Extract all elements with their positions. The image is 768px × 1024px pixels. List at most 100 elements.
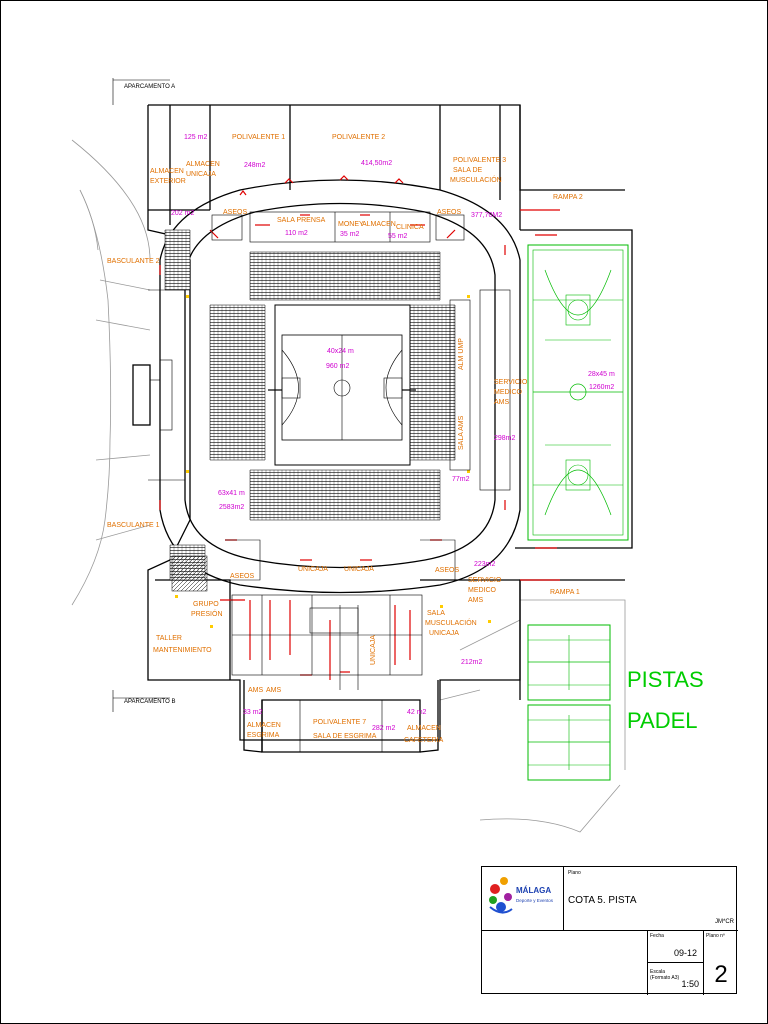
arena-area: 2583m2 [219, 504, 244, 511]
sheet-number-label: Plano nº [706, 933, 725, 939]
padel-title: PISTAS PADEL [627, 667, 704, 733]
polivalente-3-label: POLIVALENTE 3 [453, 157, 506, 164]
almacen-cafeteria-label-2: CAFETERIA [404, 737, 444, 744]
court-dimensions: 40x24 m [327, 348, 354, 355]
drawing-title: COTA 5. PISTA [568, 895, 637, 906]
money-label: MONEY [338, 221, 364, 228]
area-33: 33 m2 [243, 709, 263, 716]
svg-text:Deporte y Eventos: Deporte y Eventos [516, 898, 554, 903]
aseos-bottom-right-label: ASEOS [435, 567, 459, 574]
aseos-bottom-left-label: ASEOS [230, 573, 254, 580]
sala-esgrima-label: SALA DE ESGRIMA [313, 733, 377, 740]
scale-box: Escala (Formato A3) 1:50 [648, 963, 704, 995]
main-court [268, 304, 416, 466]
malaga-deporte-logo: MÁLAGA Deporte y Eventos [482, 867, 564, 931]
area-414: 414,50m2 [361, 160, 392, 167]
parking-a-label: APARCAMENTO A [124, 84, 175, 90]
almacen-esgrima-label: ALMACEN [247, 722, 281, 729]
court-area: 960 m2 [326, 363, 349, 370]
almacen-unicaja-label: ALMACEN [186, 161, 220, 168]
rampa-1-label: RAMPA 1 [550, 589, 580, 596]
area-202: 202 m2 [171, 210, 194, 217]
sala-prensa-label: SALA PRENSA [277, 217, 326, 224]
area-212: 212m2 [461, 659, 483, 666]
alm-ump-label: ALM UMP [458, 338, 465, 370]
rampa-2-label: RAMPA 2 [553, 194, 583, 201]
area-labels: 125 m2 248m2 414,50m2 202 m2 377,70M2 11… [171, 134, 615, 732]
servicio-medico-label-3: AMS [494, 399, 510, 406]
title-block-header: Plano COTA 5. PISTA JM*CR [564, 867, 738, 931]
title-block-blank [482, 931, 648, 995]
taller-label-2: MANTENIMIENTO [153, 647, 212, 654]
date-box: Fecha 09-12 [648, 931, 704, 963]
almacen-cafeteria-label: ALMACEN [407, 725, 441, 732]
area-298: 298m2 [494, 435, 516, 442]
lower-rooms [211, 211, 511, 690]
area-42: 42 m2 [407, 709, 427, 716]
ams-left-label: AMS [248, 687, 264, 694]
almacen-unicaja-label-2: UNICAJA [186, 171, 216, 178]
area-77: 77m2 [452, 476, 470, 483]
training-court-dimensions: 28x45 m [588, 371, 615, 378]
servicio-medico-label-2: MEDICO [494, 389, 523, 396]
sala-ams-label: SALA AMS [458, 415, 465, 450]
sala-musculacion-top-label-2: MUSCULACIÓN [450, 175, 502, 184]
servicio-medico-b-label: SERVICIO [468, 577, 502, 584]
area-223: 223m2 [474, 561, 496, 568]
polivalente-2-label: POLIVALENTE 2 [332, 134, 385, 141]
sheet-number: 2 [714, 961, 728, 988]
aseos-top-left-label: ASEOS [223, 209, 247, 216]
area-377: 377,70M2 [471, 212, 502, 219]
unicaja-label-3: UNICAJA [370, 635, 377, 665]
plano-label: Plano [568, 870, 581, 876]
author-initials: JM*CR [715, 919, 734, 925]
area-110: 110 m2 [285, 230, 308, 237]
date-label: Fecha [650, 933, 664, 939]
training-court [527, 244, 629, 541]
sala-musculacion-b-label-2: MUSCULACIÓN [425, 618, 477, 627]
polivalente-7-label: POLIVALENTE 7 [313, 719, 366, 726]
ams-right-label: AMS [266, 687, 282, 694]
seating [164, 229, 456, 592]
servicio-medico-b-label-2: MEDICO [468, 587, 497, 594]
grupo-presion-label-2: PRESIÓN [191, 609, 223, 618]
unicaja-label-2: UNICAJA [344, 566, 374, 573]
arena-dimensions: 63x41 m [218, 490, 245, 497]
almacen-exterior-label: ALMACEN [150, 168, 184, 175]
unicaja-label-1: UNICAJA [298, 566, 328, 573]
almacen-exterior-label-2: EXTERIOR [150, 178, 186, 185]
sala-musculacion-top-label: SALA DE [453, 167, 483, 174]
servicio-medico-b-label-3: AMS [468, 597, 484, 604]
logo-icon: MÁLAGA Deporte y Eventos [489, 877, 554, 914]
padel-title-line-2: PADEL [627, 708, 698, 733]
area-248: 248m2 [244, 162, 266, 169]
training-court-area: 1260m2 [589, 384, 614, 391]
date-value: 09-12 [673, 948, 697, 958]
sheet-number-box: Plano nº 2 [704, 931, 738, 995]
sala-musculacion-b-label: SALA [427, 610, 445, 617]
almacen-esgrima-label-2: ESGRIMA [247, 732, 280, 739]
basculante-2-label: BASCULANTE 2 [107, 258, 160, 265]
aseos-top-right-label: ASEOS [437, 209, 461, 216]
clinica-label: CLINICA [396, 224, 424, 231]
access-roads [71, 139, 626, 833]
servicio-medico-label: SERVICIO [494, 379, 528, 386]
almacen-mid-label: ALMACEN [362, 221, 396, 228]
scale-label: Escala (Formato A3) [650, 969, 680, 981]
scale-value: 1:50 [681, 979, 699, 989]
padel-courts [527, 624, 611, 781]
title-block: MÁLAGA Deporte y Eventos Plano COTA 5. P… [481, 866, 738, 995]
parking-b-label: APARCAMENTO B [124, 699, 175, 705]
taller-label: TALLER [156, 635, 182, 642]
svg-text:MÁLAGA: MÁLAGA [516, 886, 551, 895]
parking-labels: APARCAMENTO A APARCAMENTO B [112, 78, 175, 712]
sala-musculacion-b-label-3: UNICAJA [429, 630, 459, 637]
basculante-1-label: BASCULANTE 1 [107, 522, 160, 529]
room-labels: POLIVALENTE 1 POLIVALENTE 2 POLIVALENTE … [107, 134, 583, 744]
grupo-presion-label: GRUPO [193, 601, 219, 608]
area-125: 125 m2 [184, 134, 207, 141]
area-35: 35 m2 [340, 231, 360, 238]
yellow-marks [175, 295, 491, 628]
polivalente-1-label: POLIVALENTE 1 [232, 134, 285, 141]
